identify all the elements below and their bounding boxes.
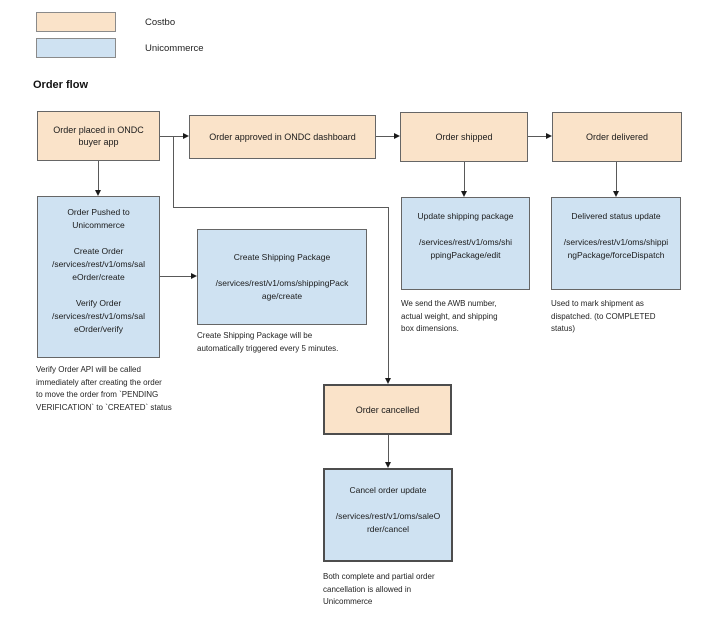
legend-swatch-unicommerce bbox=[36, 38, 116, 58]
connector-line bbox=[173, 137, 174, 207]
node-update-shipping-package: Update shipping package /services/rest/v… bbox=[401, 197, 530, 290]
node-order-approved: Order approved in ONDC dashboard bbox=[189, 115, 376, 159]
connector-line bbox=[388, 435, 389, 462]
note-delivered-status: Used to mark shipment as dispatched. (to… bbox=[551, 299, 656, 333]
arrowhead-down-icon bbox=[94, 190, 101, 196]
arrowhead-down-icon bbox=[384, 462, 391, 468]
connector-line bbox=[160, 136, 183, 137]
legend-label-unicommerce: Unicommerce bbox=[145, 43, 204, 54]
connector-line bbox=[160, 276, 191, 277]
note-cancel-order: Both complete and partial order cancella… bbox=[323, 572, 435, 606]
connector-line bbox=[173, 207, 388, 208]
page-title: Order flow bbox=[33, 79, 89, 91]
note-verify-order: Verify Order API will be called immediat… bbox=[36, 365, 172, 412]
legend-swatch-costbo bbox=[36, 12, 116, 32]
node-order-cancelled: Order cancelled bbox=[323, 384, 452, 435]
connector-line bbox=[388, 207, 389, 378]
node-order-delivered: Order delivered bbox=[552, 112, 682, 162]
node-order-shipped: Order shipped bbox=[400, 112, 528, 162]
connector-line bbox=[98, 161, 99, 190]
node-order-pushed: Order Pushed to Unicommerce Create Order… bbox=[37, 196, 160, 358]
node-cancel-order-update: Cancel order update /services/rest/v1/om… bbox=[323, 468, 453, 562]
node-order-placed: Order placed in ONDC buyer app bbox=[37, 111, 160, 161]
arrowhead-down-icon bbox=[612, 191, 619, 197]
arrowhead-down-icon bbox=[460, 191, 467, 197]
note-create-shipping: Create Shipping Package will be automati… bbox=[197, 331, 339, 353]
connector-line bbox=[464, 162, 465, 191]
legend-label-costbo: Costbo bbox=[145, 17, 176, 28]
connector-line bbox=[528, 136, 546, 137]
connector-line bbox=[376, 136, 394, 137]
connector-line bbox=[616, 162, 617, 191]
arrowhead-right-icon bbox=[394, 132, 400, 139]
arrowhead-right-icon bbox=[546, 132, 552, 139]
node-create-shipping-package: Create Shipping Package /services/rest/v… bbox=[197, 229, 367, 325]
arrowhead-right-icon bbox=[191, 272, 197, 279]
arrowhead-right-icon bbox=[183, 132, 189, 139]
arrowhead-down-icon bbox=[384, 378, 391, 384]
note-update-shipping: We send the AWB number, actual weight, a… bbox=[401, 299, 498, 333]
node-delivered-status-update: Delivered status update /services/rest/v… bbox=[551, 197, 681, 290]
